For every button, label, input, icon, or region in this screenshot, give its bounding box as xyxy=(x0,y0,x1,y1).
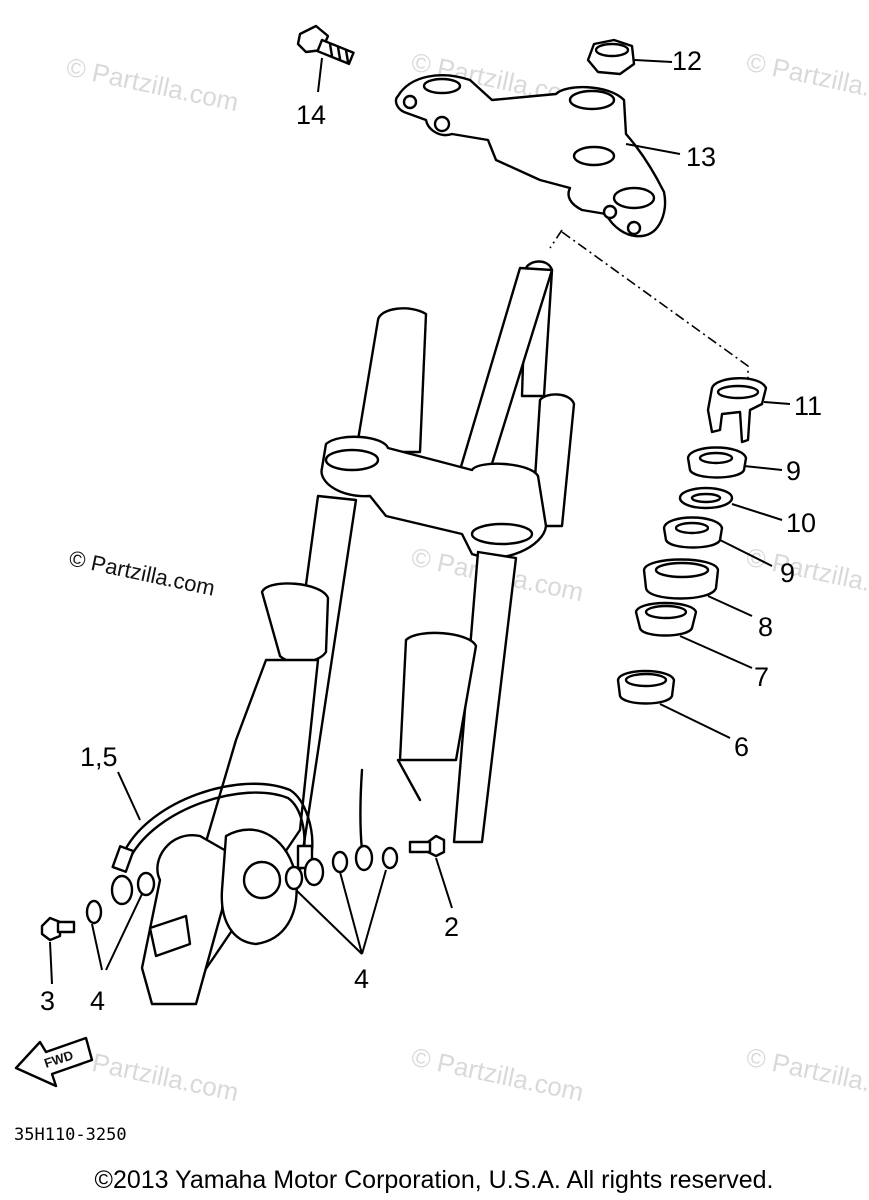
callout-1-5: 1,5 xyxy=(80,742,118,772)
copyright-notice: ©2013 Yamaha Motor Corporation, U.S.A. A… xyxy=(95,1166,774,1194)
callout-4-center: 4 xyxy=(354,964,369,994)
callout-labels: 14 12 13 11 9 10 9 8 7 6 1,5 2 3 4 4 xyxy=(40,46,822,1016)
ring-nut-9-upper xyxy=(686,446,783,479)
ball-race-6 xyxy=(616,669,731,739)
forward-arrow-icon: FWD xyxy=(14,1036,94,1088)
callout-2: 2 xyxy=(444,912,459,942)
watermark: © Partzilla.com xyxy=(64,52,242,118)
handle-crown-13 xyxy=(394,74,681,238)
watermark: © Partzilla.com xyxy=(744,47,869,113)
callout-10: 10 xyxy=(786,508,816,538)
callout-11: 11 xyxy=(794,391,822,421)
centerline xyxy=(549,229,563,249)
front-fork-assembly xyxy=(140,260,576,1006)
callout-9-lower: 9 xyxy=(780,558,795,588)
ring-nut-9-lower xyxy=(662,516,773,567)
bearing-8 xyxy=(642,558,753,617)
watermark: © Partzilla.com xyxy=(744,542,869,608)
watermark: © Partzilla.com xyxy=(744,1042,869,1108)
brake-hose xyxy=(110,768,374,906)
diagram-code: 35H110-3250 xyxy=(14,1125,127,1145)
callout-7: 7 xyxy=(754,662,769,692)
callout-14: 14 xyxy=(296,100,326,130)
watermark-center: © Partzilla.com xyxy=(67,545,217,600)
ball-race-cover-11 xyxy=(706,377,791,444)
callout-4-left: 4 xyxy=(90,986,105,1016)
banjo-bolt-washers xyxy=(40,834,453,985)
callout-9-upper: 9 xyxy=(786,456,801,486)
washer-10 xyxy=(678,486,783,521)
centerline xyxy=(561,231,749,410)
bolt-14 xyxy=(296,24,355,93)
callout-8: 8 xyxy=(758,612,773,642)
callout-3: 3 xyxy=(40,986,55,1016)
callout-6: 6 xyxy=(734,732,749,762)
nut-12 xyxy=(586,38,673,76)
callout-12: 12 xyxy=(672,46,702,76)
callout-13: 13 xyxy=(686,142,716,172)
watermark: © Partzilla.com xyxy=(409,1042,587,1108)
ball-race-7 xyxy=(634,601,753,669)
